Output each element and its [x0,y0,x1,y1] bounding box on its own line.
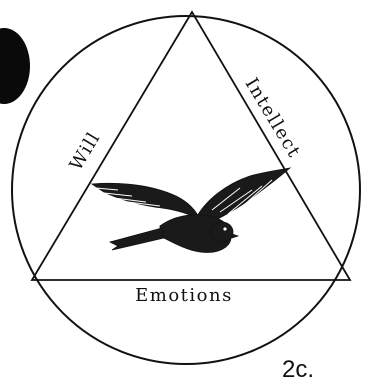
emotions-label: Emotions [135,285,233,306]
punch-hole-icon [0,28,30,104]
corner-mark-label: 2c. [282,356,314,377]
outer-circle [12,16,360,364]
flying-dove-icon [92,168,290,253]
